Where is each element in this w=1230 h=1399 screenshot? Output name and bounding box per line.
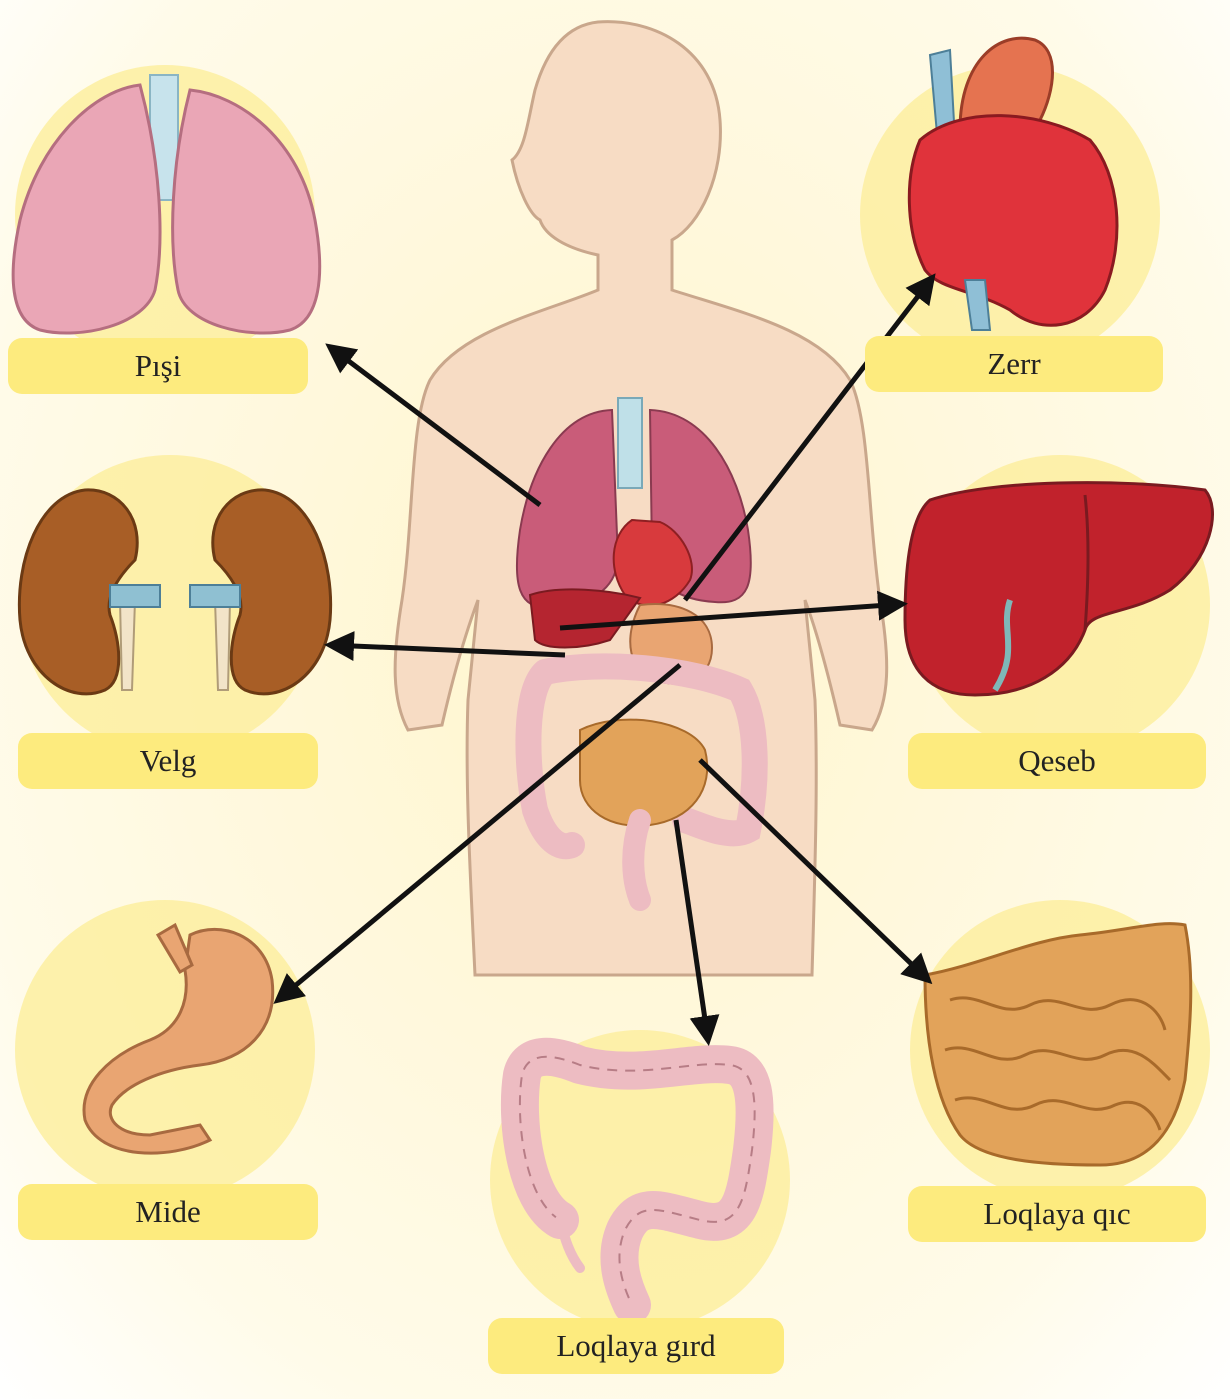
left-ureter xyxy=(120,600,135,690)
large-intestine-label: Loqlaya gırd xyxy=(488,1318,784,1374)
right-lung-shape xyxy=(173,90,320,333)
small-intestine-label-text: Loqlaya qıc xyxy=(983,1196,1130,1232)
stomach-label: Mide xyxy=(18,1184,318,1240)
kidneys-label: Velg xyxy=(18,733,318,789)
left-lung-shape xyxy=(13,85,160,333)
left-renal-vessel xyxy=(110,585,160,607)
human-body xyxy=(395,22,887,975)
stomach-label-text: Mide xyxy=(135,1194,200,1230)
right-ureter xyxy=(215,600,230,690)
liver-label: Qeseb xyxy=(908,733,1206,789)
small-intestine-label: Loqlaya qıc xyxy=(908,1186,1206,1242)
right-renal-vessel xyxy=(190,585,240,607)
large-intestine-label-text: Loqlaya gırd xyxy=(556,1328,715,1364)
liver-label-text: Qeseb xyxy=(1018,743,1095,779)
heart-label-text: Zerr xyxy=(987,346,1040,382)
lungs-label-text: Pışi xyxy=(135,348,182,384)
kidneys-label-text: Velg xyxy=(140,743,197,779)
torso-rectum xyxy=(633,820,640,900)
heart-label: Zerr xyxy=(865,336,1163,392)
torso-trachea xyxy=(618,398,642,488)
lungs-label: Pışi xyxy=(8,338,308,394)
